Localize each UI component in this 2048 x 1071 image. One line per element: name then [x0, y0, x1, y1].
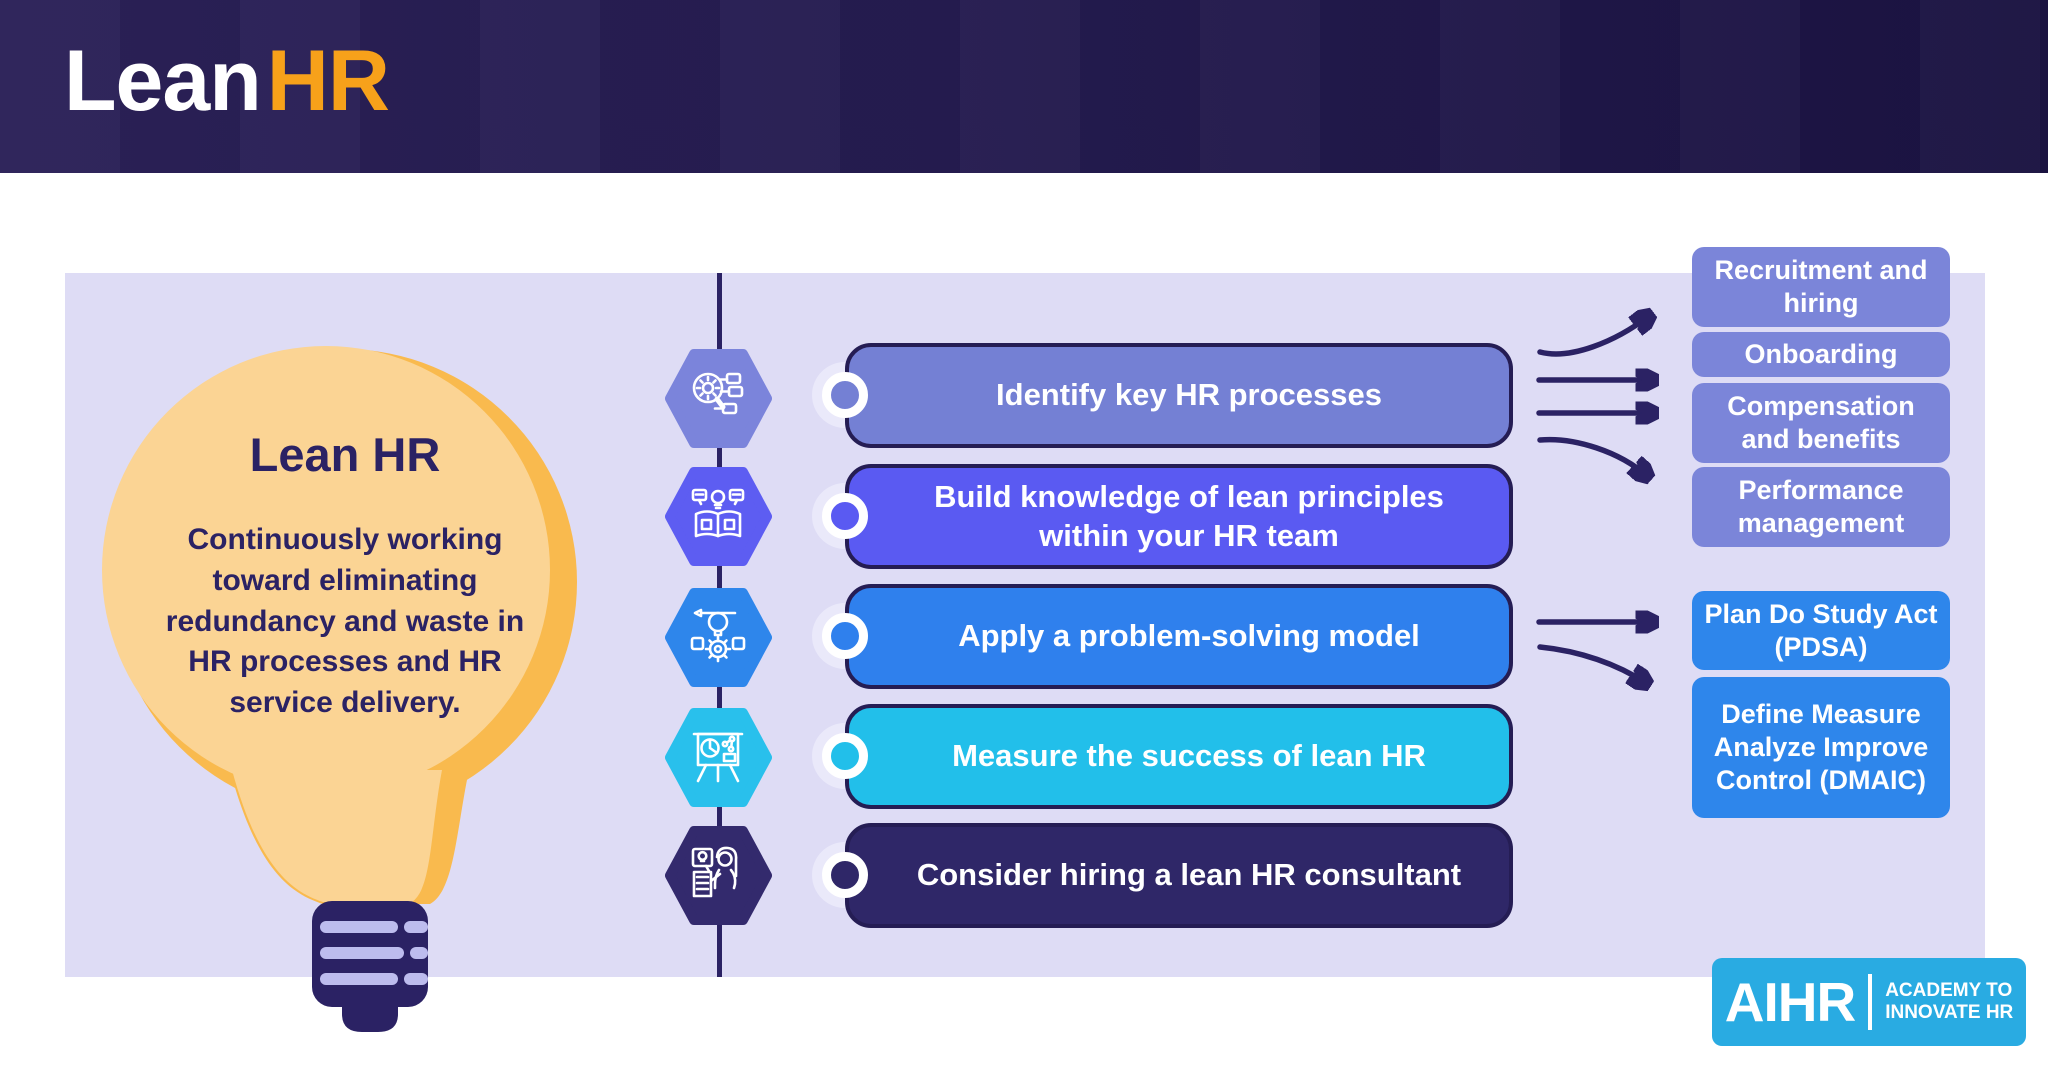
aihr-logo: AIHR ACADEMY TO INNOVATE HR — [1712, 958, 2026, 1046]
step-label: Build knowledge of lean principles withi… — [934, 478, 1444, 553]
hex-step-5 — [665, 826, 772, 925]
bulb-base-stripes — [320, 921, 428, 985]
arrow-to-performance — [1537, 436, 1647, 476]
hex-step-1 — [665, 349, 772, 448]
step-bar-5: Consider hiring a lean HR consultant — [845, 823, 1513, 928]
hr-process-box: Compensation and benefits — [1692, 383, 1950, 463]
bulb-title: Lean HR — [249, 428, 441, 481]
step-marker-ring — [822, 733, 868, 779]
step-bar-1: Identify key HR processes — [845, 343, 1513, 448]
step-bar-4: Measure the success of lean HR — [845, 704, 1513, 809]
page-title-main: Lean — [64, 33, 262, 129]
consultant-icon — [691, 846, 738, 898]
step-label: Apply a problem-solving model — [958, 618, 1420, 654]
hex-step-3 — [665, 588, 772, 687]
model-box-pdsa: Plan Do Study Act (PDSA) — [1692, 591, 1950, 670]
bulb-neck — [232, 770, 442, 902]
step-label: Consider hiring a lean HR consultant — [916, 857, 1462, 893]
step-marker-ring — [822, 613, 868, 659]
hr-process-box: Recruitment and hiring — [1692, 247, 1950, 327]
lightbulb-illustration — [102, 346, 577, 1032]
step-marker-ring — [822, 852, 868, 898]
flow-arrows — [1536, 280, 1695, 720]
hr-process-box: Onboarding — [1692, 332, 1950, 377]
page-title-accent: HR — [266, 33, 390, 129]
header-banner: LeanHR — [0, 0, 2048, 173]
aihr-logo-divider — [1868, 974, 1873, 1030]
step-bar-2: Build knowledge of lean principles withi… — [845, 464, 1513, 569]
process-search-icon — [692, 372, 744, 415]
step-marker-ring — [822, 493, 868, 539]
hex-step-4 — [665, 708, 772, 807]
bulb-globe — [102, 346, 550, 794]
hr-process-label: Compensation and benefits — [1727, 391, 1915, 454]
hr-process-box: Performance management — [1692, 467, 1950, 547]
arrow-to-dmaic — [1537, 644, 1646, 683]
model-label: Plan Do Study Act (PDSA) — [1704, 598, 1938, 662]
hr-process-label: Performance management — [1737, 475, 1905, 538]
step-label: Identify key HR processes — [996, 377, 1382, 413]
aihr-logo-tagline: ACADEMY TO INNOVATE HR — [1885, 980, 2014, 1023]
arrow-to-recruitment — [1537, 316, 1649, 357]
hex-step-2 — [665, 467, 772, 566]
model-box-dmaic: Define Measure Analyze Improve Control (… — [1692, 677, 1950, 818]
step-label: Measure the success of lean HR — [952, 738, 1426, 774]
problem-solving-icon — [690, 608, 746, 663]
bulb-cap — [342, 1007, 398, 1032]
measure-chart-icon — [692, 732, 744, 783]
bulb-description: Continuously working toward eliminating … — [165, 523, 525, 720]
hr-process-label: Recruitment and hiring — [1714, 255, 1928, 318]
aihr-logo-brand: AIHR — [1724, 971, 1856, 1033]
knowledge-book-icon — [691, 488, 745, 538]
hr-process-label: Onboarding — [1744, 339, 1898, 370]
model-label: Define Measure Analyze Improve Control (… — [1713, 699, 1929, 795]
page-title: LeanHR — [64, 32, 390, 131]
step-marker-ring — [822, 372, 868, 418]
step-bar-3: Apply a problem-solving model — [845, 584, 1513, 689]
